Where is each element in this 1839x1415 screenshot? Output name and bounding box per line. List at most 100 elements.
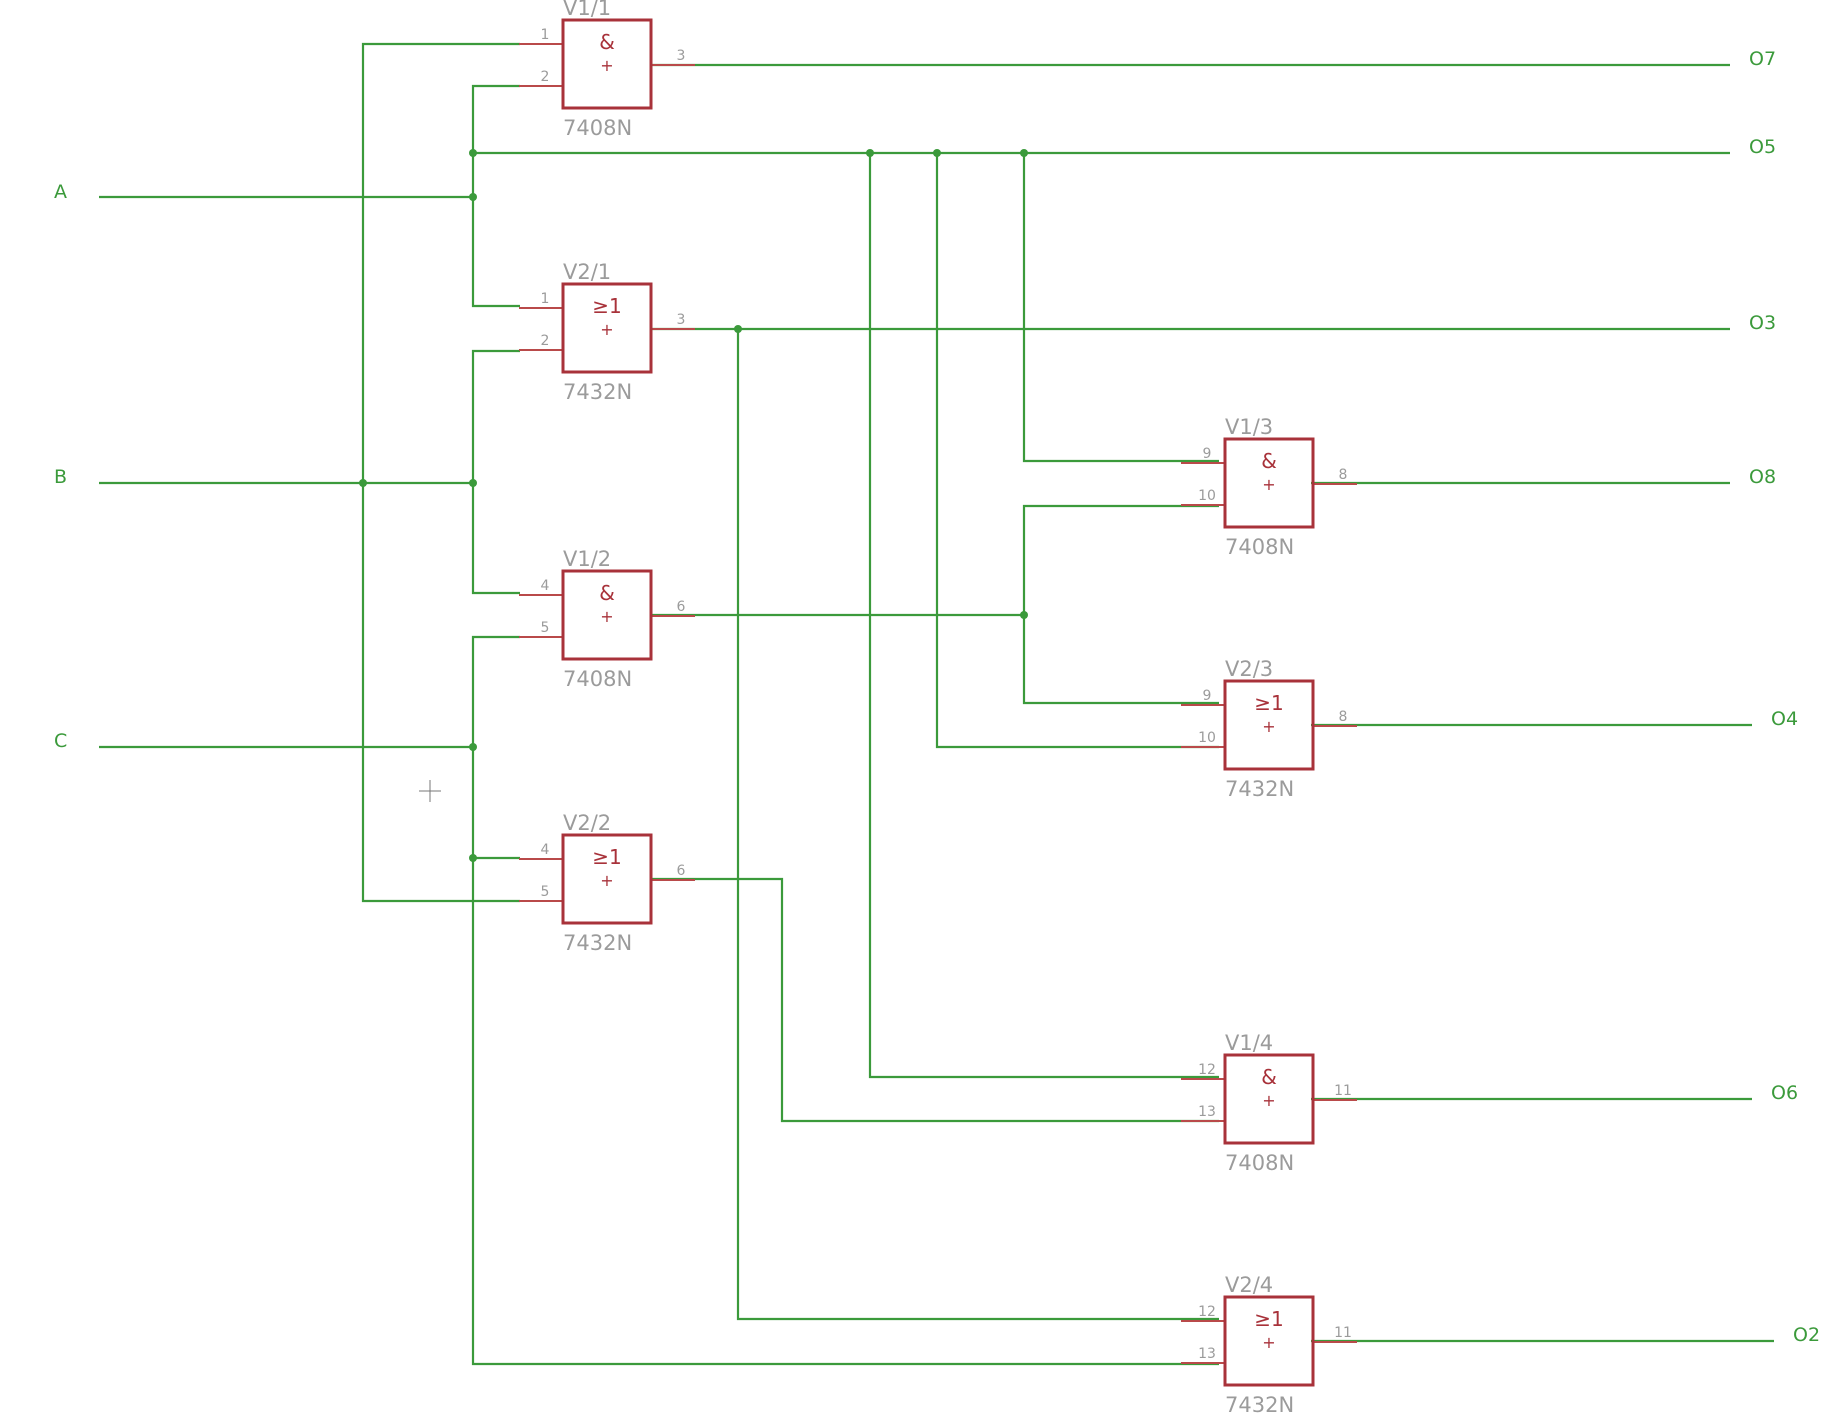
- gate-symbol: ≥1: [592, 845, 621, 869]
- wires: [99, 42, 1774, 1366]
- junction-dot: [469, 743, 477, 751]
- input-ports: A B C: [54, 181, 67, 752]
- gate-part: 7432N: [563, 380, 632, 404]
- gate-body: [561, 569, 653, 661]
- gate-plus: +: [600, 871, 613, 890]
- pin-number: 9: [1203, 446, 1212, 462]
- gate-name: V2/2: [563, 811, 611, 835]
- pin-number: 3: [677, 48, 686, 64]
- gate-symbol: &: [599, 581, 615, 605]
- gate-name: V1/4: [1225, 1031, 1273, 1055]
- input-port-a[interactable]: A: [54, 181, 67, 203]
- gate-part: 7432N: [1225, 1393, 1294, 1415]
- output-label-o3[interactable]: O3: [1749, 312, 1776, 334]
- pin-number: 1: [541, 291, 550, 307]
- gate-body: [1223, 437, 1315, 529]
- pin-number: 6: [677, 863, 686, 879]
- input-label-a: A: [54, 181, 67, 203]
- input-label-c: C: [54, 730, 67, 752]
- wire-or1-to-or4: [736, 329, 1219, 1321]
- wire-a-bus: [471, 84, 520, 308]
- junction-dot: [1020, 149, 1028, 157]
- pin-number: 10: [1198, 730, 1216, 746]
- pin-number: 9: [1203, 688, 1212, 704]
- wire-b-to-or1-and2: [471, 349, 520, 595]
- wire-a-to-or3: [935, 153, 1219, 749]
- output-label-o4[interactable]: O4: [1771, 708, 1798, 730]
- gate-symbol: &: [599, 30, 615, 54]
- pin-number: 8: [1339, 467, 1348, 483]
- output-label-o6[interactable]: O6: [1771, 1082, 1798, 1104]
- pin-number: 8: [1339, 709, 1348, 725]
- junction-dot: [866, 149, 874, 157]
- pin-number: 4: [541, 842, 550, 858]
- gate-name: V2/3: [1225, 657, 1273, 681]
- gate-plus: +: [600, 56, 613, 75]
- pin-number: 10: [1198, 488, 1216, 504]
- gate-v2-2[interactable]: ≥1 +4 5 6 V2/2 7432N: [519, 811, 695, 955]
- gate-name: V1/2: [563, 547, 611, 571]
- pin-number: 13: [1198, 1104, 1216, 1120]
- gate-part: 7408N: [563, 116, 632, 140]
- input-label-b: B: [54, 466, 67, 488]
- junction-dot: [469, 854, 477, 862]
- gate-body: [1223, 679, 1315, 771]
- gate-part: 7408N: [1225, 535, 1294, 559]
- pin-number: 11: [1334, 1325, 1352, 1341]
- gate-symbol: ≥1: [592, 294, 621, 318]
- junction-dot: [734, 325, 742, 333]
- gate-part: 7432N: [563, 931, 632, 955]
- gate-symbol: ≥1: [1254, 1307, 1283, 1331]
- gate-name: V2/4: [1225, 1273, 1273, 1297]
- gate-body: [561, 18, 653, 110]
- pin-number: 5: [541, 620, 550, 636]
- gate-plus: +: [1262, 1333, 1275, 1352]
- wire-c-bus: [471, 635, 1219, 1366]
- pin-number: 5: [541, 884, 550, 900]
- gate-plus: +: [1262, 717, 1275, 736]
- wire-a-to-and3: [1022, 153, 1219, 463]
- gate-body: [561, 833, 653, 925]
- gate-name: V1/3: [1225, 415, 1273, 439]
- pin-number: 1: [541, 27, 550, 43]
- wire-a-to-and4: [868, 153, 1219, 1079]
- gate-body: [1223, 1295, 1315, 1387]
- gate-symbol: ≥1: [1254, 691, 1283, 715]
- pin-number: 3: [677, 312, 686, 328]
- wire-b-bus: [361, 42, 520, 903]
- pin-number: 12: [1198, 1062, 1216, 1078]
- gate-symbol: &: [1261, 449, 1277, 473]
- gate-plus: +: [1262, 1091, 1275, 1110]
- gate-plus: +: [600, 607, 613, 626]
- gate-v2-3[interactable]: ≥1 +9 10 8 V2/3 7432N: [1181, 657, 1357, 801]
- junction-dot: [1020, 611, 1028, 619]
- gate-part: 7432N: [1225, 777, 1294, 801]
- junction-dot: [469, 479, 477, 487]
- crosshair-cursor-icon: [419, 780, 441, 802]
- gate-part: 7408N: [563, 667, 632, 691]
- pin-number: 11: [1334, 1083, 1352, 1099]
- output-label-o8[interactable]: O8: [1749, 466, 1776, 488]
- gates: &+123V1/17408N≥1+123V2/17432N&+456V1/274…: [519, 0, 1357, 1415]
- gate-body: [561, 282, 653, 374]
- gate-plus: +: [600, 320, 613, 339]
- junctions: [359, 149, 1028, 862]
- output-label-o2[interactable]: O2: [1793, 1324, 1820, 1346]
- junction-dot: [469, 149, 477, 157]
- junction-dot: [469, 193, 477, 201]
- gate-symbol: &: [1261, 1065, 1277, 1089]
- pin-number: 2: [541, 69, 550, 85]
- input-port-c[interactable]: C: [54, 730, 67, 752]
- junction-dot: [933, 149, 941, 157]
- output-label-o7[interactable]: O7: [1749, 48, 1776, 70]
- input-port-b[interactable]: B: [54, 466, 67, 488]
- pin-number: 4: [541, 578, 550, 594]
- output-label-o5[interactable]: O5: [1749, 136, 1776, 158]
